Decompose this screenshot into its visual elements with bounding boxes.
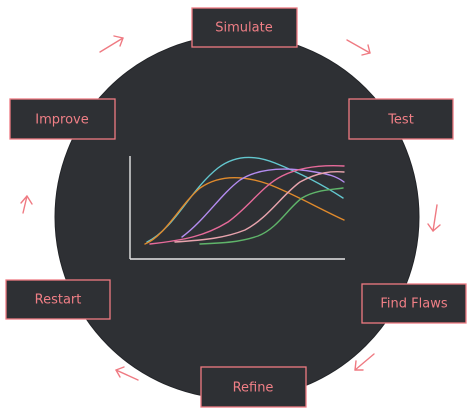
step-simulate[interactable]: Simulate: [191, 7, 298, 48]
step-refine-label: Refine: [233, 381, 274, 396]
chart-curve-purple: [181, 168, 345, 238]
central-chart: [129, 156, 345, 260]
arrow-find-flaws-to-refine: [354, 353, 375, 371]
step-test[interactable]: Test: [348, 98, 454, 140]
chart-curve-magenta: [149, 165, 345, 245]
arrow-refine-to-restart: [115, 366, 139, 381]
step-restart-label: Restart: [35, 293, 82, 308]
step-refine[interactable]: Refine: [200, 366, 307, 408]
step-improve[interactable]: Improve: [9, 98, 116, 140]
arrow-restart-to-improve: [20, 195, 33, 214]
step-find-flaws-label: Find Flaws: [380, 297, 447, 312]
chart-curve-pink: [174, 171, 345, 243]
arrow-improve-to-simulate: [99, 35, 124, 53]
step-simulate-label: Simulate: [215, 21, 272, 36]
step-restart[interactable]: Restart: [5, 279, 111, 320]
step-test-label: Test: [387, 113, 414, 128]
chart-curve-orange: [144, 177, 345, 245]
cycle-background-circle: [54, 34, 420, 400]
step-find-flaws[interactable]: Find Flaws: [361, 283, 467, 324]
arrow-test-to-find-flaws: [427, 204, 441, 232]
step-improve-label: Improve: [35, 113, 88, 128]
chart-curve-green: [199, 187, 344, 245]
arrow-simulate-to-test: [346, 39, 371, 56]
cycle-arrows: [20, 35, 441, 381]
